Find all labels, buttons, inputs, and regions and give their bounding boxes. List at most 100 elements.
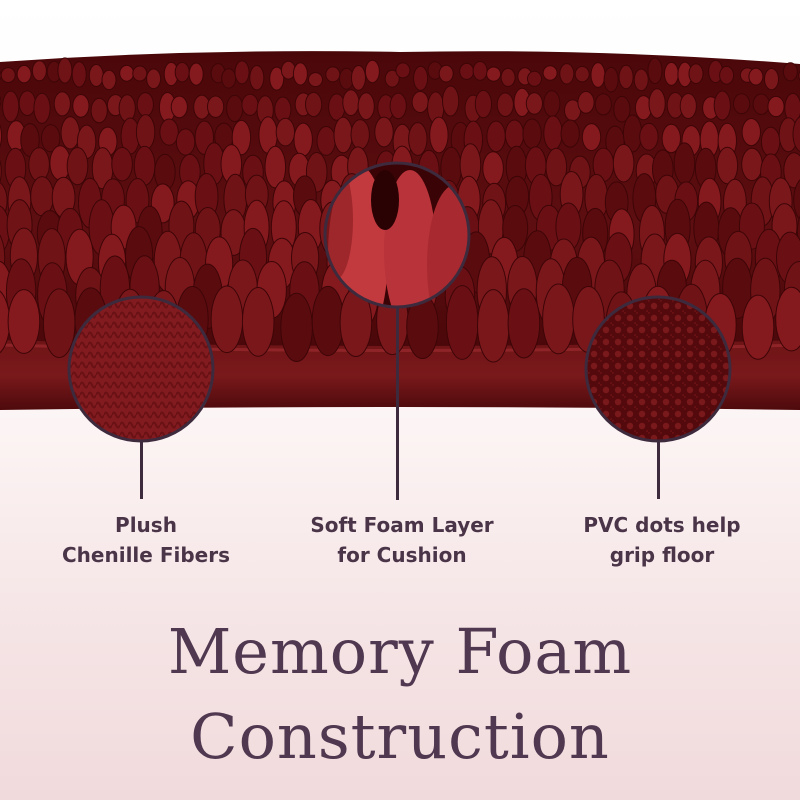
chenille-fiber [146, 68, 162, 90]
chenille-fiber [241, 287, 275, 357]
chenille-fiber [525, 92, 544, 115]
callout-label-foam: Soft Foam Layer for Cushion [282, 510, 522, 570]
chenille-fiber [560, 119, 580, 148]
chenille-fiber [333, 116, 353, 154]
chenille-fiber [545, 147, 568, 187]
chenille-fiber [559, 63, 575, 85]
chenille-fiber [41, 124, 61, 153]
chenille-fiber [590, 62, 606, 88]
chenille-fiber [429, 116, 449, 154]
chenille-fiber [118, 94, 136, 123]
chenille-fiber [496, 92, 514, 117]
chenille-fiber [783, 152, 800, 189]
callout-foam-line2: for Cushion [337, 543, 467, 567]
chenille-fiber [384, 69, 400, 88]
chenille-fiber [507, 288, 541, 359]
chenille-fiber [716, 146, 739, 185]
chenille-fiber [748, 67, 764, 86]
callout-foam-line1: Soft Foam Layer [310, 513, 494, 537]
chenille-fiber [472, 61, 488, 81]
chenille-fiber [308, 72, 323, 88]
chenille-fiber [72, 94, 90, 118]
chenille-fiber [280, 292, 313, 362]
chenille-fiber [234, 60, 250, 85]
chenille-fiber [445, 285, 479, 360]
chenille-fiber [577, 91, 595, 114]
chenille-fiber [594, 93, 612, 116]
chenille-fiber [581, 123, 602, 152]
chenille-fiber [613, 95, 631, 123]
chenille-fiber [210, 285, 244, 354]
chenille-fiber [574, 66, 590, 83]
chenille-fiber [442, 85, 460, 117]
chenille-fiber [135, 114, 156, 151]
chenille-fiber [0, 159, 2, 184]
chenille-fiber [661, 123, 681, 154]
headline-line1: Memory Foam [167, 615, 633, 688]
chenille-fiber [764, 68, 779, 91]
chenille-fiber [226, 94, 244, 123]
chenille-fiber [482, 151, 504, 186]
chenille-fiber [57, 57, 73, 84]
chenille-fiber [733, 93, 751, 115]
callout-line-right [657, 441, 660, 499]
chenille-fiber [221, 68, 237, 89]
chenille-fiber [663, 61, 679, 86]
chenille-fiber [543, 90, 561, 118]
chenille-fiber [688, 63, 704, 84]
chenille-fiber [792, 116, 800, 152]
chenille-fiber [542, 65, 558, 81]
chenille-fiber [775, 286, 800, 352]
chenille-fiber [0, 95, 2, 107]
chenille-fiber [719, 65, 735, 85]
chenille-fiber [603, 66, 619, 93]
chenille-fiber [411, 91, 429, 113]
chenille-fiber [311, 285, 345, 357]
chenille-fiber [0, 67, 16, 84]
chenille-fiber [713, 90, 731, 121]
chenille-fiber [389, 92, 407, 120]
chenille-fiber [633, 68, 649, 92]
callout-line-left [140, 441, 143, 499]
chenille-fiber [342, 89, 360, 116]
chenille-fiber [170, 95, 188, 119]
chenille-fiber [438, 64, 454, 83]
chenille-fiber [542, 283, 575, 355]
chenille-fiber [207, 95, 225, 118]
chenille-fiber [31, 60, 47, 82]
callout-label-fibers: Plush Chenille Fibers [26, 510, 266, 570]
chenille-fiber [175, 128, 196, 156]
callout-fibers-line1: Plush [115, 513, 177, 537]
chenille-fiber [639, 122, 659, 151]
chenille-fiber [459, 62, 475, 80]
chenille-fiber [132, 65, 148, 82]
headline-line2: Construction [190, 700, 610, 773]
chenille-fiber [231, 119, 252, 156]
chenille-fiber [159, 118, 179, 146]
chenille-fiber [760, 126, 781, 157]
chenille-fiber [188, 62, 204, 86]
chenille-fiber [325, 66, 341, 83]
pvc-dots-closeup-lens [584, 295, 732, 443]
chenille-fiber [486, 66, 502, 82]
chenille-fiber [648, 88, 666, 119]
chenille-fiber [673, 142, 696, 185]
chenille-fiber [174, 61, 190, 83]
callout-grip-line1: PVC dots help [583, 513, 741, 537]
chenille-fiber [679, 93, 697, 119]
chenille-fiber [618, 64, 634, 90]
chenille-fiber [275, 117, 296, 147]
chenille-closeup-lens [67, 295, 215, 443]
chenille-fiber [28, 147, 50, 182]
chenille-fiber [504, 119, 525, 150]
chenille-fiber [374, 116, 394, 148]
chenille-fiber [793, 179, 800, 221]
chenille-fiber [413, 65, 429, 91]
chenille-fiber [292, 62, 308, 86]
chenille-fiber [101, 69, 117, 91]
chenille-fiber [527, 70, 542, 87]
chenille-fiber [486, 120, 506, 153]
chenille-fiber [111, 147, 133, 182]
chenille-fiber [395, 62, 411, 79]
